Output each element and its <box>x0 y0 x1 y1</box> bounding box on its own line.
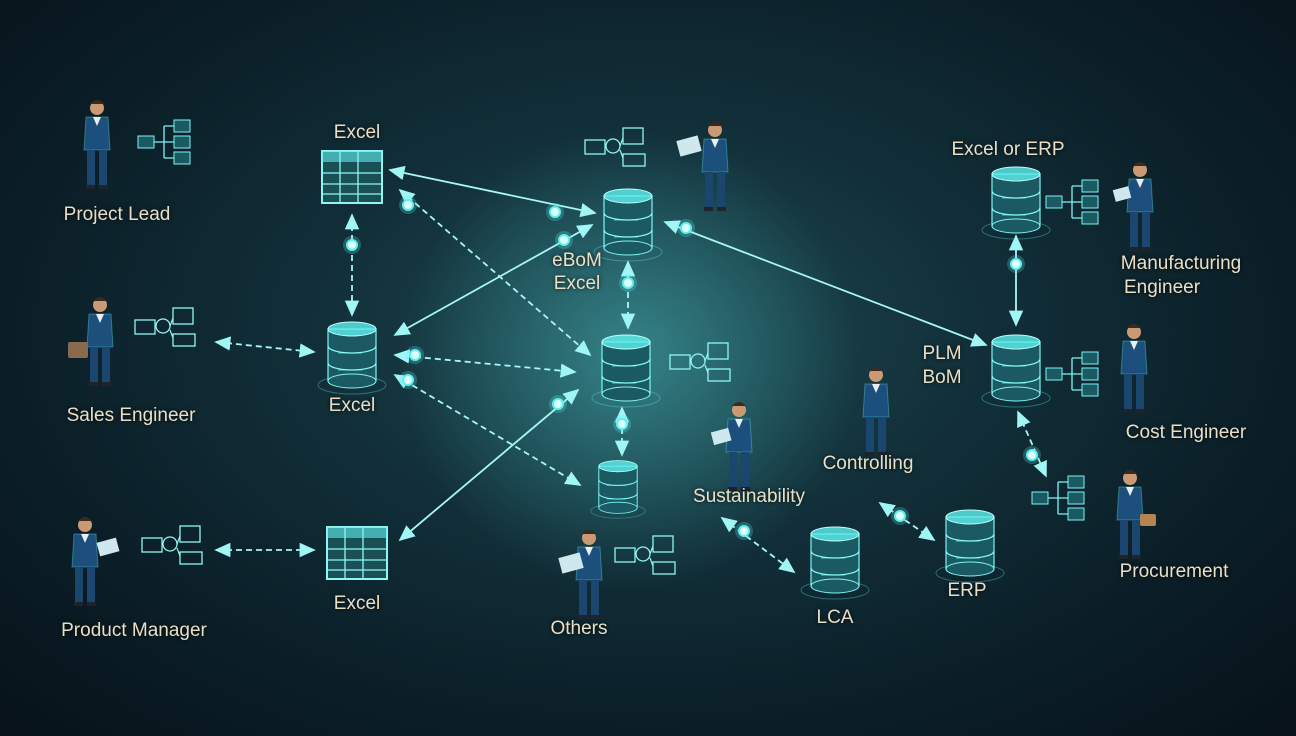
product-manager-label: Product Manager <box>61 619 207 643</box>
connector-dot <box>735 522 753 540</box>
project-lead-org-chart-icon <box>138 120 190 164</box>
excel-middle-label: Excel <box>329 394 375 418</box>
sales-engineer-person-icon <box>87 297 113 386</box>
laptop-icon <box>97 538 120 557</box>
sales-machine-parts-icon <box>135 308 195 346</box>
connector-dot <box>1023 446 1041 464</box>
connector-dot <box>891 507 909 525</box>
manufacturing-org-chart-icon <box>1046 180 1098 224</box>
project-lead-person-icon <box>84 100 110 189</box>
excel-bottom-spreadsheet-icon <box>327 527 387 579</box>
excel-bottom-label: Excel <box>334 592 380 616</box>
manufacturing-engineer-person-icon <box>1127 162 1153 251</box>
project-lead-label: Project Lead <box>64 203 171 227</box>
connector-dot <box>399 371 417 389</box>
manufacturing-engineer-label-line1: Manufacturing <box>1121 252 1241 276</box>
ebom-label-line1: eBoM <box>552 249 602 273</box>
erp-label: ERP <box>947 579 986 603</box>
controlling-person-icon <box>863 367 889 456</box>
plm-label-line1: PLM <box>922 342 961 366</box>
controlling-label: Controlling <box>823 452 914 476</box>
cost-org-chart-icon <box>1046 352 1098 396</box>
connector-plm-to-procurement <box>1018 412 1046 476</box>
briefcase-icon <box>1140 514 1156 526</box>
connector-dot <box>613 415 631 433</box>
procurement-person-icon <box>1117 470 1143 559</box>
excel-middle-database-icon <box>318 322 386 394</box>
plm-label-line2: BoM <box>922 366 961 390</box>
connector-dot <box>546 203 564 221</box>
sales-engineer-label: Sales Engineer <box>67 404 196 428</box>
connector-dot <box>343 236 361 254</box>
connector-dot <box>555 231 573 249</box>
connector-dot <box>619 274 637 292</box>
lca-database-icon <box>801 527 869 599</box>
connector-dot <box>399 196 417 214</box>
erp-database-icon <box>936 510 1004 582</box>
connector-dot <box>677 219 695 237</box>
manufacturing-engineer-label-line2: Engineer <box>1124 276 1200 300</box>
ebom-label-line2: Excel <box>554 272 600 296</box>
excel-or-erp-database-icon <box>982 167 1050 239</box>
connector-sales-to-excel-middle <box>216 342 314 352</box>
excel-top-label: Excel <box>334 121 380 145</box>
product-machine-parts-icon <box>142 526 202 564</box>
briefcase-icon <box>68 342 88 358</box>
others-label: Others <box>550 617 607 641</box>
plm-bom-database-icon <box>982 335 1050 407</box>
connector-dot <box>549 395 567 413</box>
cost-engineer-person-icon <box>1121 324 1147 413</box>
sustainability-label: Sustainability <box>693 485 805 509</box>
product-manager-person-icon <box>72 517 98 606</box>
connector-dot <box>1007 255 1025 273</box>
procurement-label: Procurement <box>1120 560 1229 584</box>
cost-engineer-label: Cost Engineer <box>1126 421 1246 445</box>
excel-or-erp-label: Excel or ERP <box>952 138 1065 162</box>
lca-label: LCA <box>817 606 854 630</box>
excel-top-spreadsheet-icon <box>322 151 382 203</box>
connector-dot <box>406 346 424 364</box>
procurement-org-chart-icon <box>1032 476 1084 520</box>
